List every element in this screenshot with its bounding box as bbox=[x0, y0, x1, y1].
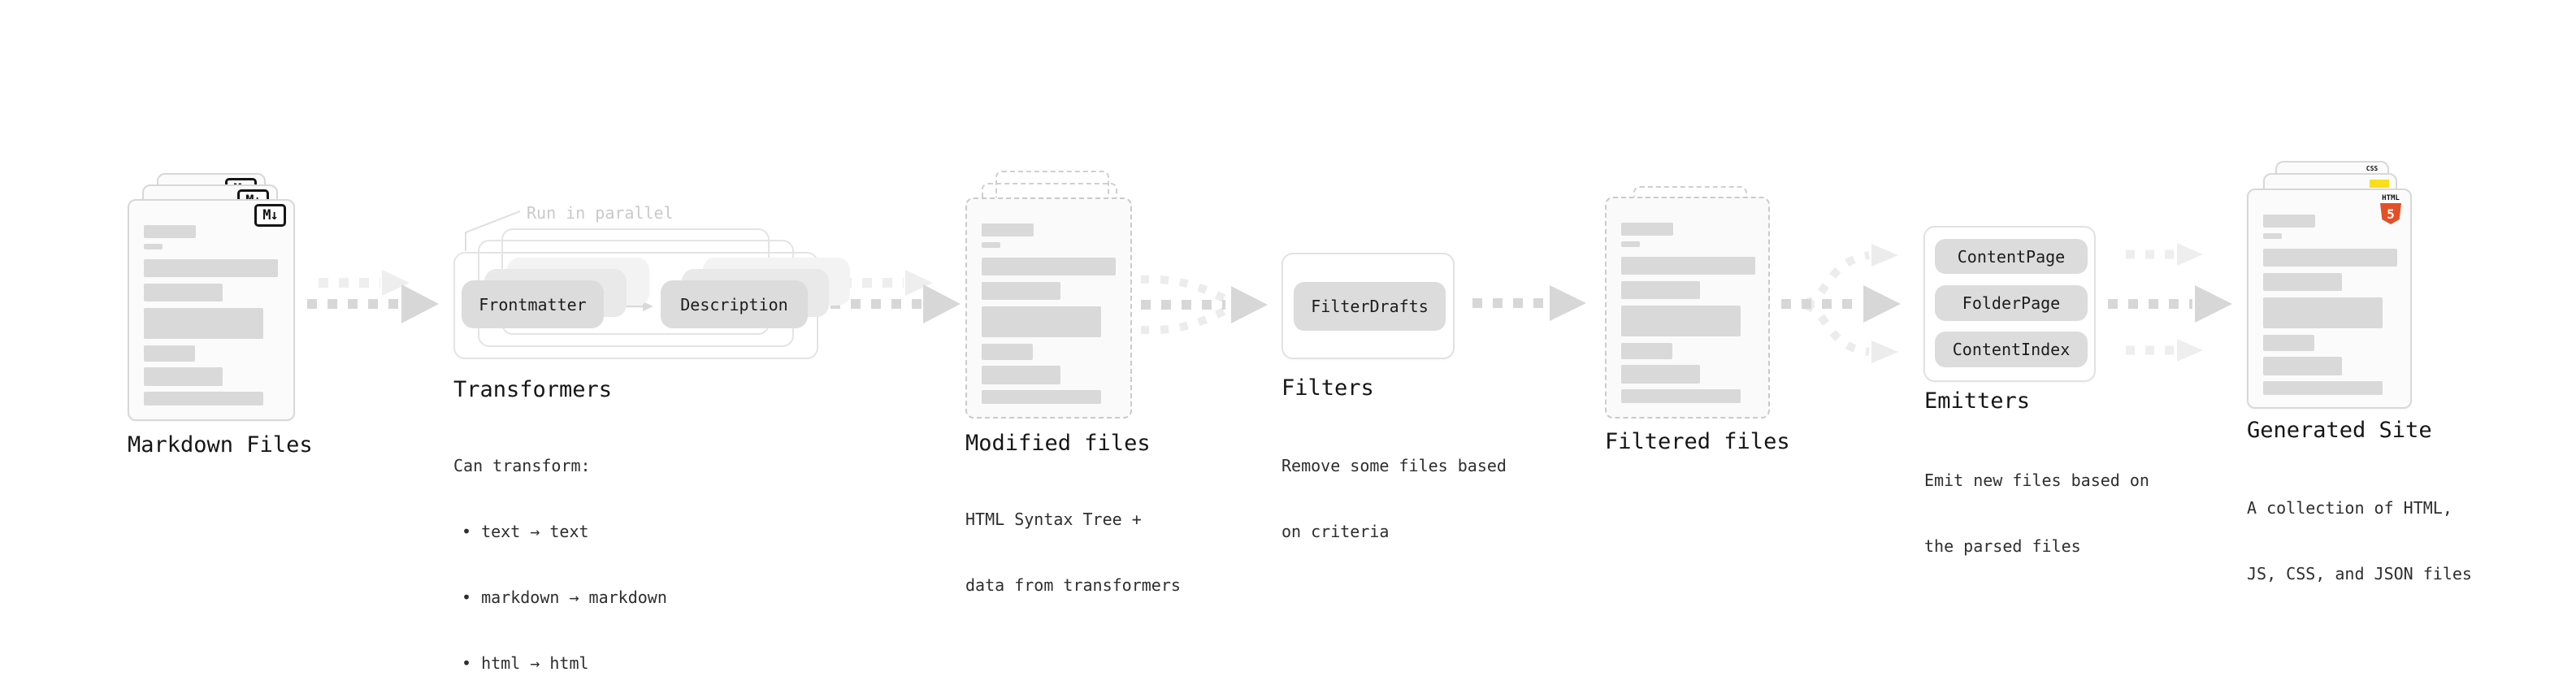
transformers-description: Can transform: • text → text • markdown … bbox=[453, 411, 667, 681]
filters-box: FilterDrafts bbox=[1281, 253, 1455, 359]
arrow-filtered-to-emitters bbox=[1781, 244, 1901, 363]
file-content-placeholder bbox=[1607, 198, 1768, 417]
placeholder-bar bbox=[144, 225, 196, 238]
placeholder-bar bbox=[982, 390, 1101, 404]
body-line: the parsed files bbox=[1924, 536, 2081, 556]
placeholder-bar bbox=[144, 259, 278, 277]
filters-description: Remove some files based on criteria bbox=[1281, 411, 1507, 587]
file-content-placeholder bbox=[2249, 190, 2410, 407]
file-content-placeholder bbox=[129, 201, 293, 419]
filtered-file-card bbox=[1605, 197, 1770, 419]
body-line: • markdown → markdown bbox=[462, 588, 667, 607]
stage-title-filters: Filters bbox=[1281, 375, 1374, 401]
placeholder-bar bbox=[144, 308, 263, 339]
file-card: HTML 5 bbox=[2247, 189, 2412, 409]
markdown-files-stack: M↓ M↓ M↓ bbox=[128, 173, 295, 421]
modified-description: HTML Syntax Tree + data from transformer… bbox=[965, 465, 1181, 640]
body-line: Emit new files based on bbox=[1924, 471, 2149, 490]
emitter-pill-contentpage: ContentPage bbox=[1935, 239, 2088, 274]
html5-icon-label: HTML bbox=[2382, 194, 2400, 202]
arrow-modified-to-filters bbox=[1140, 275, 1268, 335]
placeholder-bar bbox=[2263, 297, 2383, 328]
transformer-pill-frontmatter: Frontmatter bbox=[462, 280, 604, 328]
stage-title-modified-files: Modified files bbox=[965, 431, 1151, 456]
placeholder-bar bbox=[982, 282, 1060, 300]
html5-icon-number: 5 bbox=[2387, 206, 2395, 222]
modified-file-card bbox=[965, 197, 1132, 419]
run-in-parallel-note: Run in parallel bbox=[527, 203, 674, 223]
emitter-pill-contentindex: ContentIndex bbox=[1935, 332, 2088, 367]
placeholder-bar bbox=[2263, 249, 2397, 267]
stage-title-emitters: Emitters bbox=[1924, 388, 2031, 414]
file-content-placeholder bbox=[967, 199, 1130, 417]
arrow-markdown-to-transformers bbox=[307, 270, 439, 323]
placeholder-bar bbox=[1621, 389, 1741, 403]
arrow-emitters-to-generated bbox=[2108, 243, 2232, 362]
placeholder-bar bbox=[982, 258, 1116, 275]
body-line: Remove some files based bbox=[1281, 456, 1507, 475]
placeholder-bar bbox=[982, 366, 1060, 384]
placeholder-bar bbox=[144, 392, 263, 406]
placeholder-bar bbox=[2263, 335, 2314, 351]
js-icon bbox=[2370, 180, 2389, 188]
generated-description: A collection of HTML, JS, CSS, and JSON … bbox=[2247, 453, 2472, 629]
placeholder-bar bbox=[982, 306, 1101, 337]
css-icon-label: CSS bbox=[2366, 165, 2379, 172]
placeholder-bar bbox=[144, 367, 223, 386]
placeholder-bar bbox=[2263, 215, 2315, 228]
emitters-box: ContentPage FolderPage ContentIndex bbox=[1923, 226, 2096, 382]
placeholder-bar bbox=[1621, 343, 1672, 359]
transformer-pill-description: Description bbox=[661, 280, 808, 328]
placeholder-bar bbox=[982, 344, 1033, 360]
placeholder-bar bbox=[1621, 365, 1700, 384]
file-card: M↓ bbox=[128, 199, 295, 421]
body-line: data from transformers bbox=[965, 575, 1181, 595]
body-line: Can transform: bbox=[453, 456, 591, 475]
stage-title-transformers: Transformers bbox=[453, 377, 613, 402]
markdown-icon: M↓ bbox=[254, 204, 286, 227]
placeholder-bar bbox=[982, 223, 1034, 236]
placeholder-bar bbox=[144, 284, 223, 301]
placeholder-bar bbox=[2263, 233, 2282, 239]
placeholder-bar bbox=[2263, 273, 2342, 291]
arrow-filters-to-filtered bbox=[1472, 285, 1586, 321]
placeholder-bar bbox=[1621, 257, 1755, 275]
placeholder-bar bbox=[1621, 241, 1640, 247]
placeholder-bar bbox=[1621, 281, 1700, 299]
placeholder-bar bbox=[1621, 306, 1741, 336]
body-line: HTML Syntax Tree + bbox=[965, 510, 1142, 529]
body-line: • html → html bbox=[462, 653, 589, 673]
placeholder-bar bbox=[144, 244, 163, 249]
body-line: JS, CSS, and JSON files bbox=[2247, 564, 2472, 583]
placeholder-bar bbox=[1621, 223, 1673, 236]
emitters-description: Emit new files based on the parsed files bbox=[1924, 426, 2149, 601]
placeholder-bar bbox=[144, 345, 195, 362]
body-line: on criteria bbox=[1281, 522, 1390, 541]
placeholder-bar bbox=[982, 242, 1000, 248]
emitter-pill-folderpage: FolderPage bbox=[1935, 285, 2088, 321]
html5-icon: HTML 5 bbox=[2379, 195, 2402, 224]
stage-title-filtered-files: Filtered files bbox=[1605, 429, 1790, 454]
stage-title-markdown-files: Markdown Files bbox=[128, 432, 313, 458]
stage-title-generated-site: Generated Site bbox=[2247, 418, 2432, 443]
placeholder-bar bbox=[2263, 357, 2342, 375]
generated-site-stack: CSS HTML 5 bbox=[2247, 161, 2413, 409]
arrow-transformers-to-modified bbox=[830, 270, 961, 323]
body-line: A collection of HTML, bbox=[2247, 498, 2452, 518]
filter-pill-filterdrafts: FilterDrafts bbox=[1294, 282, 1446, 331]
placeholder-bar bbox=[2263, 381, 2383, 395]
body-line: • text → text bbox=[462, 522, 589, 541]
